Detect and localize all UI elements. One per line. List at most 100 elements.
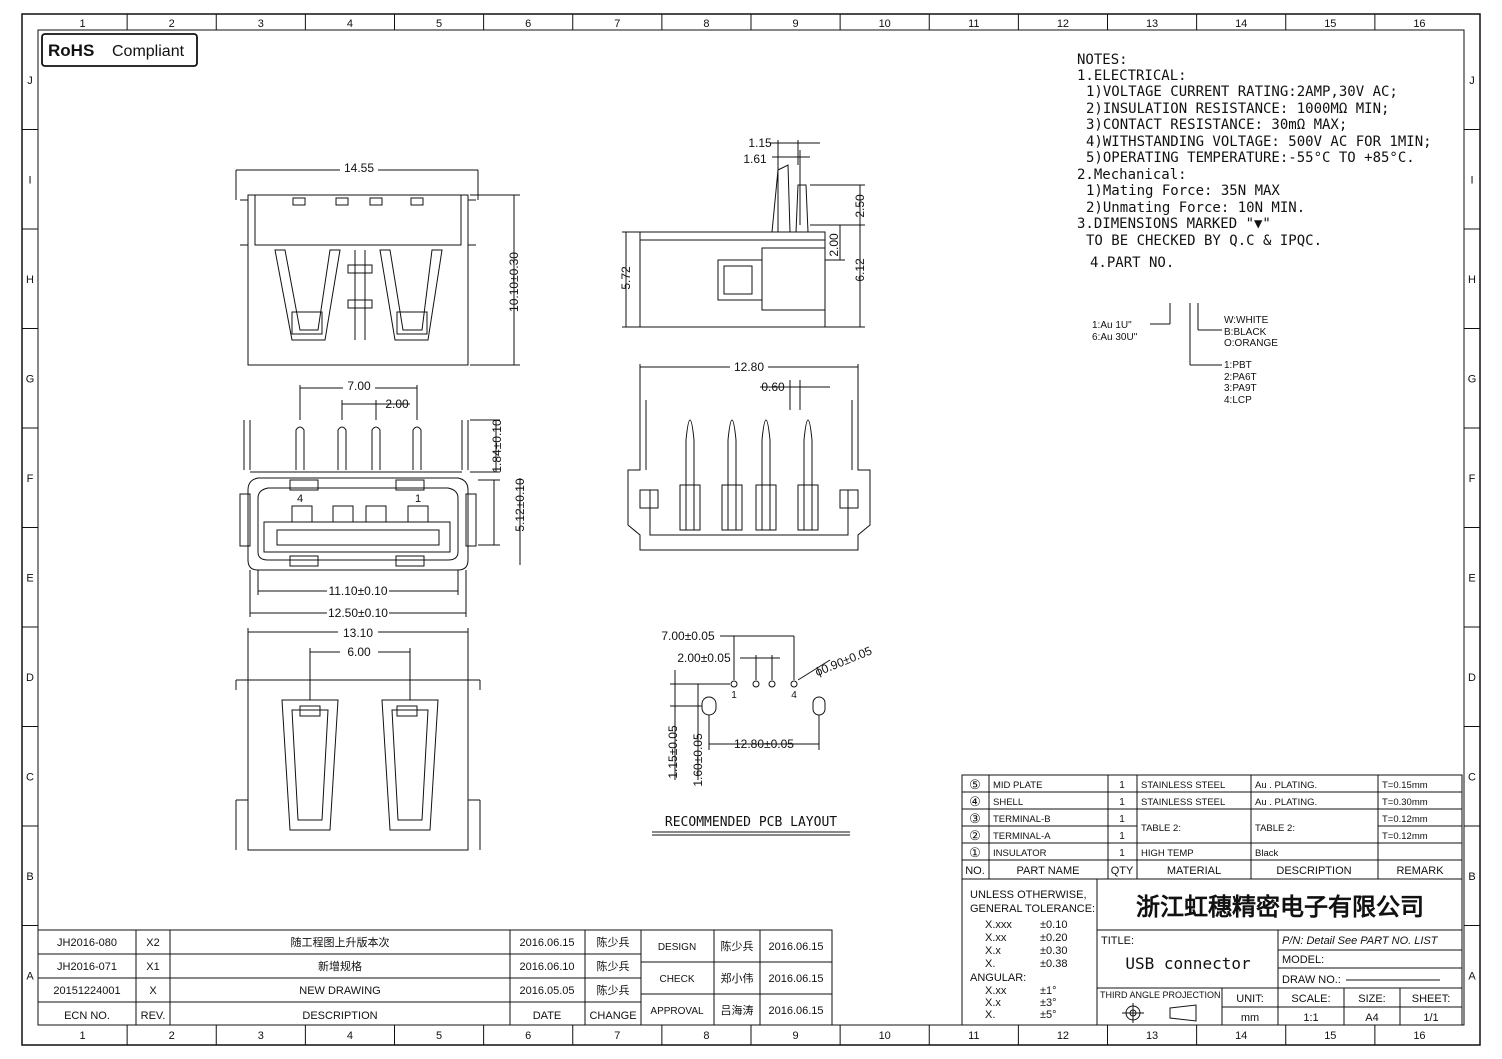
bom-part-name: SHELL [993, 797, 1023, 808]
dim-top-height: 10.10±0.30 [507, 252, 521, 312]
tolerance-header: UNLESS OTHERWISE, [970, 889, 1087, 901]
bom-description: Au . PLATING. [1255, 780, 1317, 791]
approval-role: APPROVAL [650, 1006, 704, 1017]
pcb-layout: 7.00±0.05 2.00±0.05 ϕ0.90±0.05 1 4 12.80… [652, 629, 874, 836]
note-line: 3)CONTACT RESISTANCE: 30mΩ MAX; [1086, 117, 1347, 133]
zone-column-label: 3 [258, 18, 264, 30]
zone-column-label: 14 [1235, 18, 1247, 30]
bom-description: Black [1255, 848, 1278, 859]
drawno-field: DRAW NO.: [1282, 974, 1341, 986]
zone-row-label: A [1468, 970, 1476, 982]
bom-material: STAINLESS STEEL [1141, 797, 1225, 808]
zone-column-label: 7 [614, 18, 620, 30]
tol-value: ±0.30 [1040, 945, 1067, 957]
side-view: 1.15 1.61 2.50 2.00 5.72 6.12 [619, 136, 867, 328]
bom-header: NO. PART NAME QTY MATERIAL DESCRIPTION R… [965, 865, 1444, 877]
zone-row-label: F [27, 473, 34, 485]
rev-rev: X1 [146, 961, 159, 973]
rev-header-change: CHANGE [589, 1010, 636, 1022]
note-line: 3.DIMENSIONS MARKED "▼" [1077, 216, 1271, 232]
bom-no: ① [969, 845, 981, 860]
front-pin1-label: 1 [415, 493, 421, 505]
plating-option: 6:Au 30U" [1092, 332, 1138, 343]
bom-description: Au . PLATING. [1255, 797, 1317, 808]
bom-qty: 1 [1119, 848, 1125, 859]
zone-column-label: 13 [1146, 18, 1158, 30]
dim-top-width: 14.55 [344, 161, 374, 175]
bom-material: TABLE 2: [1141, 823, 1181, 834]
zone-column-label: 5 [436, 18, 442, 30]
rev-rev: X2 [146, 937, 159, 949]
sheet-frame [21, 13, 1481, 1046]
dim-front-outer-w: 12.50±0.10 [328, 606, 388, 620]
note-line: 2)Unmating Force: 10N MIN. [1086, 200, 1305, 216]
bom-header-qty: QTY [1111, 865, 1134, 877]
rev-ecn: 20151224001 [53, 985, 120, 997]
zone-column-label: 6 [525, 18, 531, 30]
note-line: 5)OPERATING TEMPERATURE:-55°C TO +85°C. [1086, 150, 1415, 166]
color-option: W:WHITE [1224, 315, 1269, 326]
model-field: MODEL: [1282, 954, 1324, 966]
dim-side-d: 2.00 [827, 233, 841, 257]
ang-key: X.xx [985, 985, 1007, 997]
rev-header-rev: REV. [141, 1010, 166, 1022]
bom-material: STAINLESS STEEL [1141, 780, 1225, 791]
bom-header-remark: REMARK [1396, 865, 1444, 877]
tol-key: X. [985, 958, 995, 970]
bom-remark: T=0.12mm [1382, 814, 1428, 825]
pcb-pin4-label: 4 [791, 690, 797, 701]
bom-header-desc: DESCRIPTION [1276, 865, 1351, 877]
dim-rear-width: 12.80 [734, 360, 764, 374]
unit-label: UNIT: [1236, 993, 1264, 1005]
approval-date: 2016.06.15 [768, 941, 823, 953]
company-name: 浙江虹穗精密电子有限公司 [1136, 893, 1424, 921]
tolerance-header: GENERAL TOLERANCE: [970, 903, 1095, 915]
zone-column-label: 10 [879, 1030, 891, 1042]
tol-value: ±0.38 [1040, 958, 1067, 970]
rohs-text: Compliant [112, 43, 185, 60]
tol-value: ±0.10 [1040, 919, 1067, 931]
dim-bottom-inner: 6.00 [347, 645, 371, 659]
zone-column-label: 6 [525, 1030, 531, 1042]
sheet-label: SHEET: [1412, 993, 1451, 1005]
zone-column-label: 3 [258, 1030, 264, 1042]
zone-column-label: 2 [169, 18, 175, 30]
dim-front-pitch-inner: 2.00 [385, 397, 409, 411]
approval-date: 2016.06.15 [768, 1005, 823, 1017]
zone-row-label: D [26, 672, 34, 684]
projection-label: THIRD ANGLE PROJECTION [1100, 990, 1221, 1000]
zone-column-label: 5 [436, 1030, 442, 1042]
zone-column-label: 15 [1324, 18, 1336, 30]
rev-change: 陈少兵 [597, 959, 630, 973]
rohs-badge: RoHS Compliant [41, 33, 198, 67]
zone-column-label: 11 [968, 18, 979, 30]
zone-column-label: 4 [347, 1030, 353, 1042]
color-option: O:ORANGE [1224, 338, 1278, 349]
zone-row-label: D [1468, 672, 1476, 684]
zone-column-label: 7 [614, 1030, 620, 1042]
bom-remark: T=0.15mm [1382, 780, 1428, 791]
zone-row-label: H [26, 274, 34, 286]
zone-column-label: 16 [1413, 1030, 1425, 1042]
title-value: USB connector [1125, 954, 1251, 973]
rev-rev: X [149, 985, 157, 997]
zone-column-label: 15 [1324, 1030, 1336, 1042]
top-view: 14.55 10.10±0.30 [235, 160, 521, 366]
zone-row-label: E [1468, 572, 1475, 584]
dim-pcb-b: 2.00±0.05 [677, 651, 731, 665]
note-line: 2.Mechanical: [1077, 167, 1187, 183]
bom-qty: 1 [1119, 831, 1125, 842]
bom-no: ⑤ [969, 777, 981, 792]
size-value: A4 [1365, 1012, 1378, 1024]
bom-part-name: TERMINAL-B [993, 814, 1051, 825]
rev-desc: 随工程图上升版本次 [291, 935, 390, 949]
zone-row-label: G [26, 373, 35, 385]
rev-desc: 新增规格 [318, 959, 362, 973]
zone-column-label: 9 [793, 18, 799, 30]
note-line: 2)INSULATION RESISTANCE: 1000MΩ MIN; [1086, 101, 1389, 117]
tol-key: X.xx [985, 932, 1007, 944]
zone-row-label: E [26, 572, 33, 584]
note-line: 1)VOLTAGE CURRENT RATING:2AMP,30V AC; [1086, 84, 1398, 100]
front-pin4-label: 4 [297, 493, 303, 505]
